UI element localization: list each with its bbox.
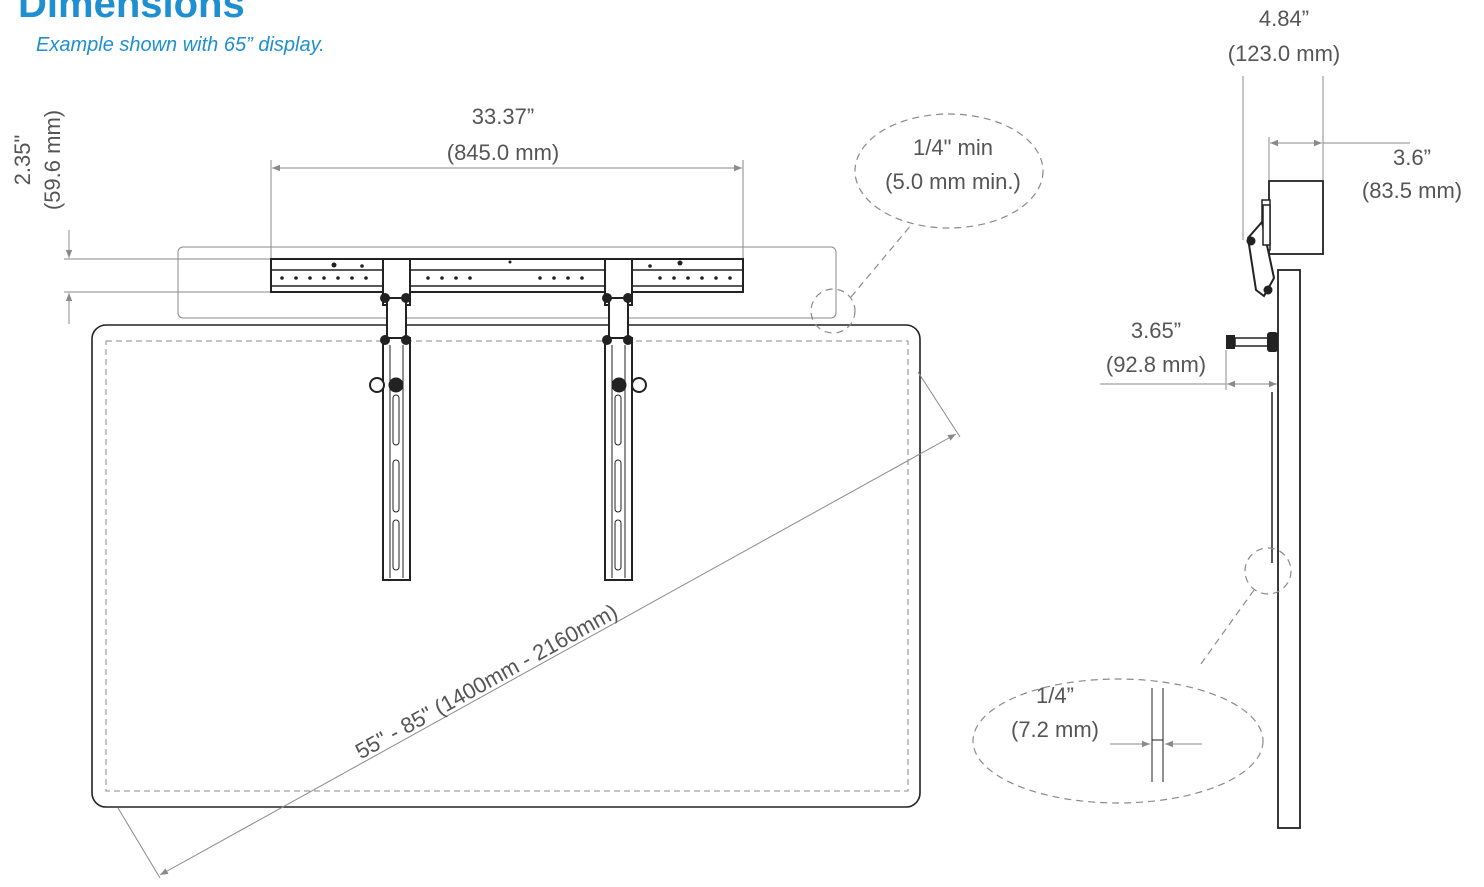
page-title: Dimensions: [18, 0, 245, 26]
display-side-profile: [1277, 269, 1301, 829]
bracket-width-dimension: 33.37” (845.0 mm): [270, 104, 744, 258]
gap-callout: 1/4” (7.2 mm): [972, 547, 1292, 804]
bracket-height-dimension: 2.35" (59.6 mm): [10, 110, 270, 324]
bracket-width-imperial: 33.37”: [472, 104, 534, 129]
gap-imperial: 1/4”: [1036, 683, 1074, 708]
total-depth-metric: (123.0 mm): [1228, 41, 1340, 66]
side-view: 4.84” (123.0 mm) 3.6” (83.5 mm) 3.65” (9…: [972, 6, 1462, 829]
clearance-callout: 1/4" min (5.0 mm min.): [810, 113, 1044, 334]
standoff-depth-dimension: 3.65” (92.8 mm): [1100, 318, 1277, 390]
gap-metric: (7.2 mm): [1011, 717, 1099, 742]
total-depth-dimension: 4.84” (123.0 mm): [1228, 6, 1340, 240]
soundbar-outline: [177, 246, 837, 319]
soundbar-side-profile: [1268, 180, 1324, 255]
front-view: 33.37” (845.0 mm) 2.35" (59.6 mm) 1/4" m…: [10, 104, 1044, 879]
display-outline: [91, 324, 921, 808]
standoff-depth-metric: (92.8 mm): [1106, 352, 1206, 377]
bracket-width-metric: (845.0 mm): [447, 140, 559, 165]
bracket-height-metric: (59.6 mm): [40, 110, 65, 210]
clearance-metric: (5.0 mm min.): [885, 169, 1021, 194]
bar-depth-metric: (83.5 mm): [1362, 178, 1462, 203]
page-subtitle: Example shown with 65” display.: [36, 34, 325, 56]
clearance-imperial: 1/4" min: [913, 135, 993, 160]
total-depth-imperial: 4.84”: [1259, 6, 1309, 31]
side-bracket: [1246, 199, 1276, 298]
bar-depth-dimension: 3.6” (83.5 mm): [1268, 137, 1462, 203]
bracket-height-imperial: 2.35": [10, 135, 35, 186]
standoff-bolt: [1226, 332, 1278, 352]
standoff-depth-imperial: 3.65”: [1131, 318, 1181, 343]
bar-depth-imperial: 3.6”: [1393, 145, 1431, 170]
mounting-rail: [270, 258, 744, 293]
